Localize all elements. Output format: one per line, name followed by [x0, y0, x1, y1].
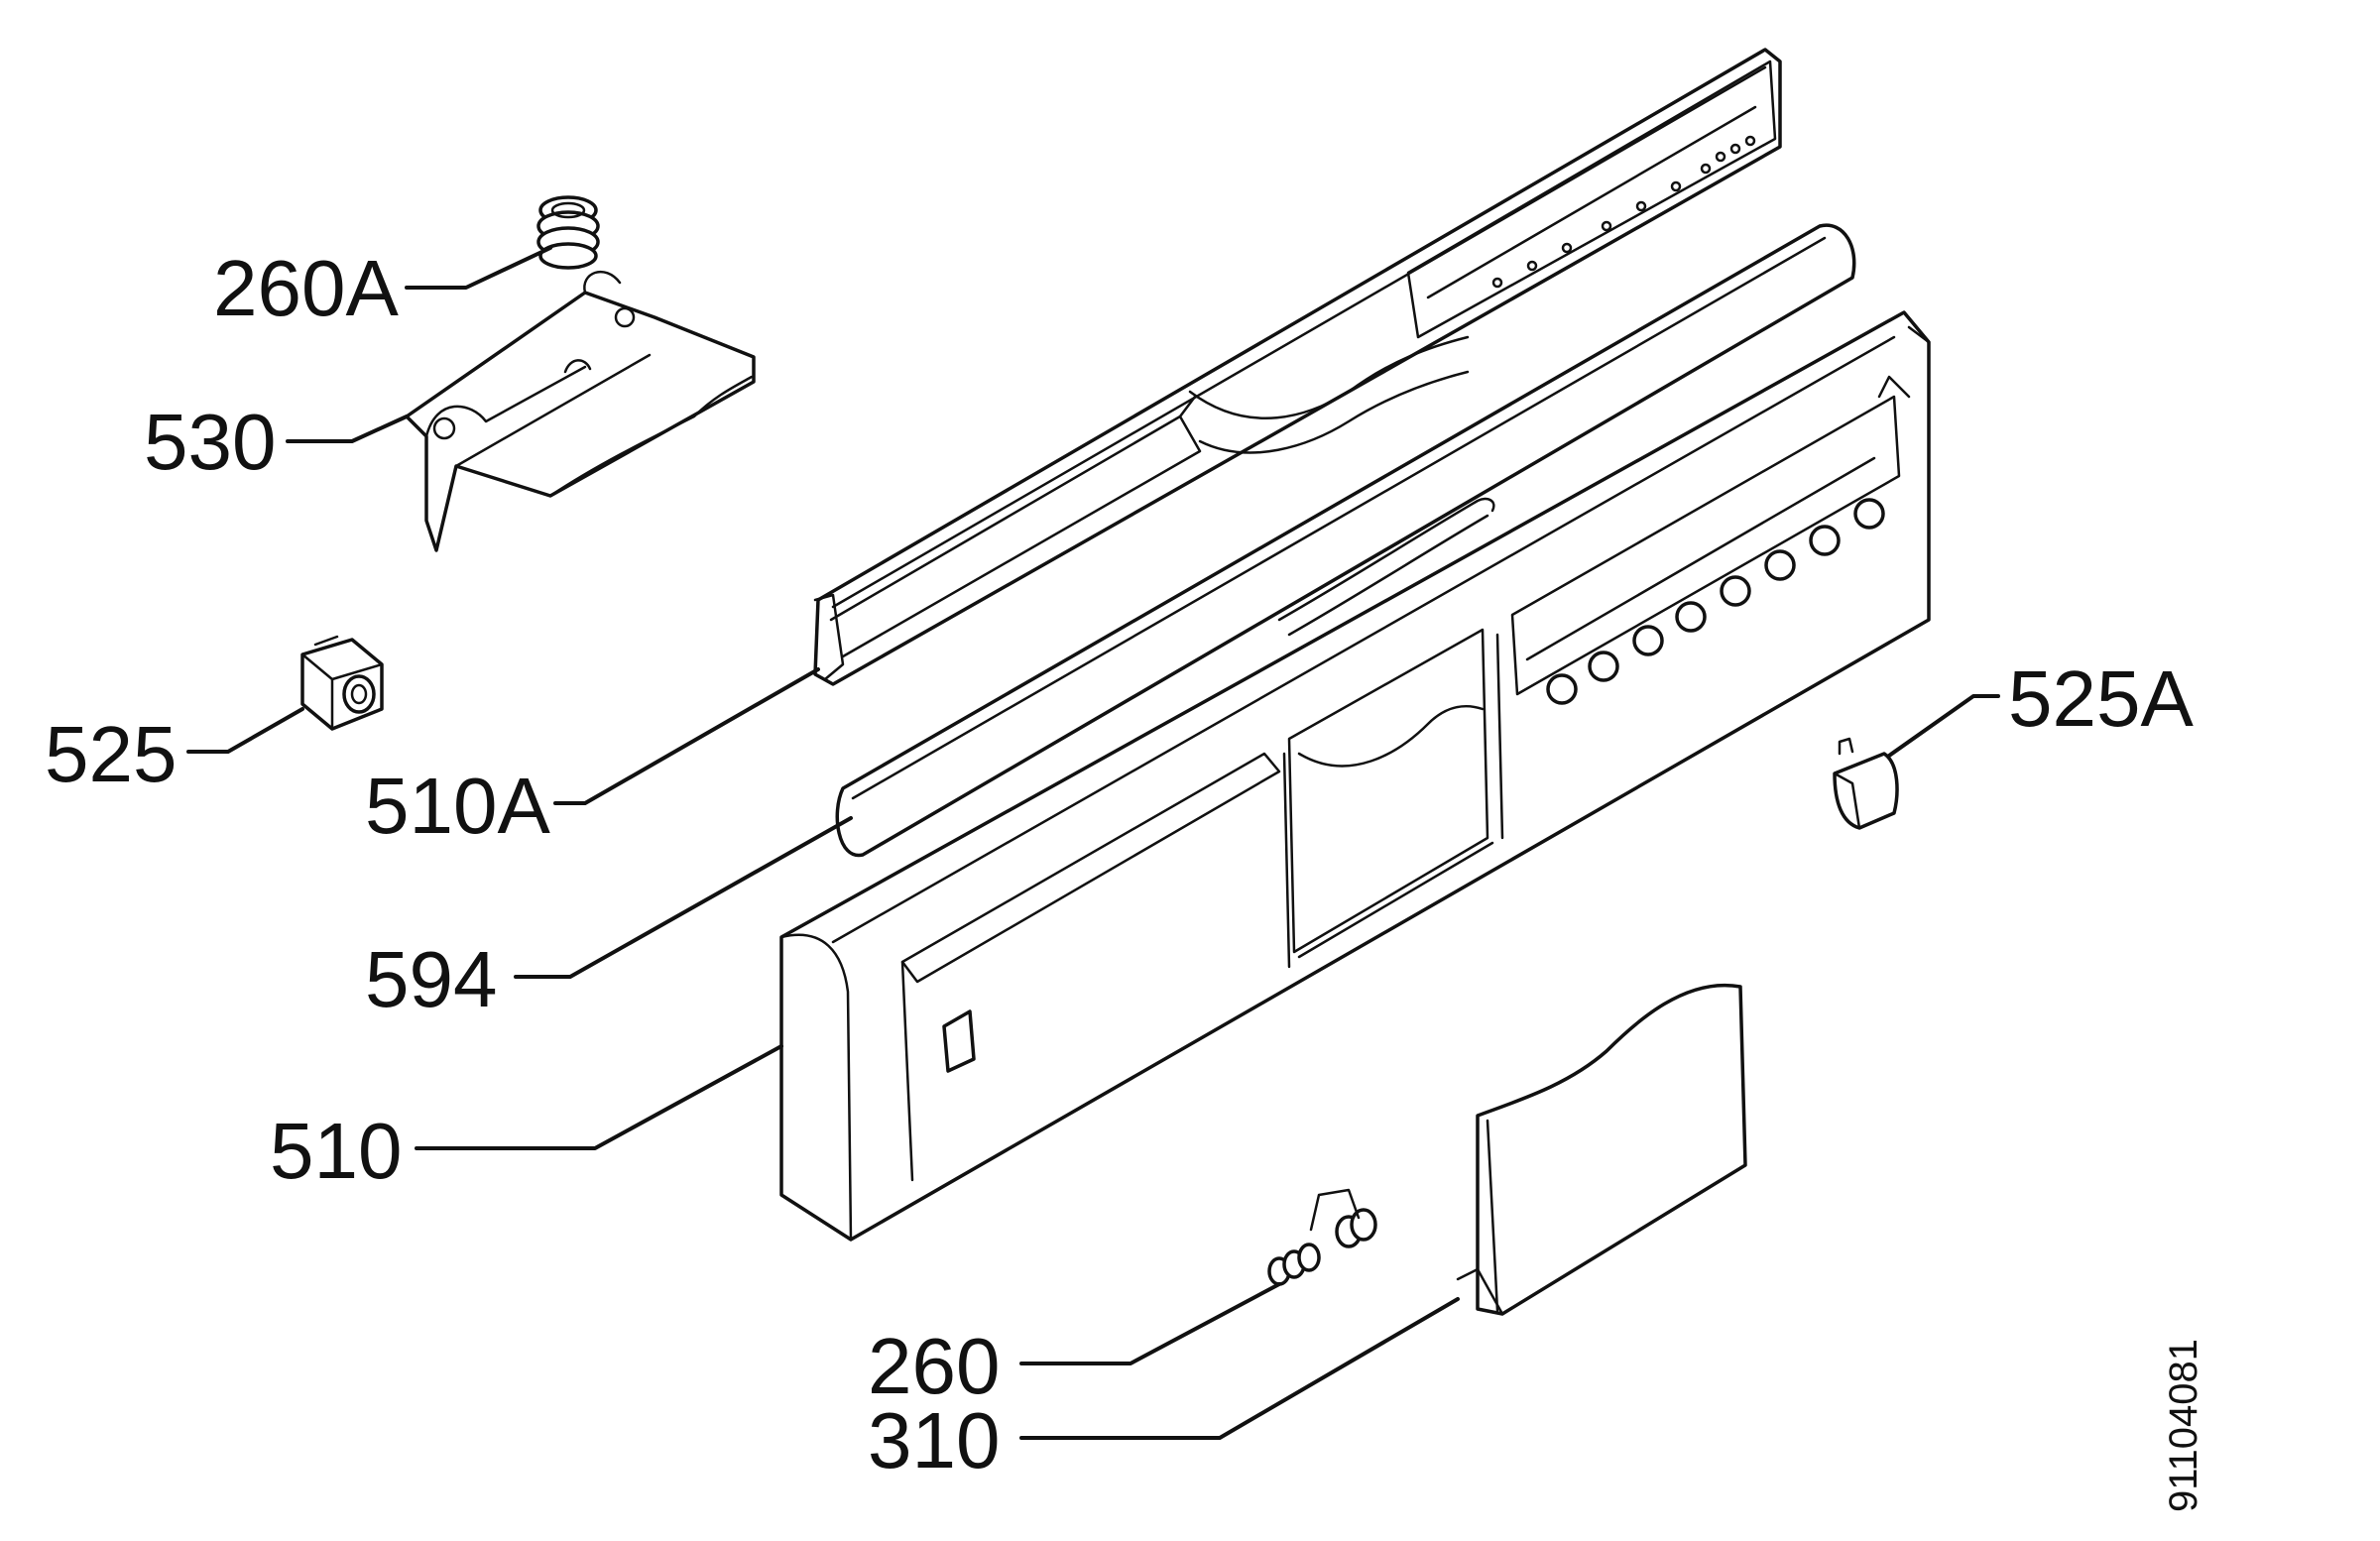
callout-510: 510 [270, 1107, 402, 1195]
part-310-cover [1456, 983, 1747, 1316]
part-260a-spring [536, 195, 600, 270]
part-260-springs [1267, 1188, 1377, 1286]
callout-510a: 510A [365, 762, 550, 850]
callout-260: 260 [868, 1322, 1000, 1410]
leader-260a [405, 246, 552, 290]
leader-525a [1887, 694, 2000, 758]
part-594-handle-bar [835, 223, 1856, 858]
document-number: 91104081 [2162, 1339, 2205, 1512]
callout-530: 530 [144, 398, 276, 486]
leader-510 [415, 1044, 783, 1150]
leader-510a [553, 667, 820, 805]
callout-310: 310 [868, 1396, 1000, 1484]
callout-525a: 525A [2008, 654, 2194, 743]
leader-lines [186, 246, 2000, 1440]
part-510a-control-strip [813, 48, 1782, 686]
leader-594 [514, 816, 853, 979]
part-525a-knob [1833, 737, 1899, 830]
part-525-switch [300, 635, 384, 731]
leader-525 [186, 707, 304, 754]
callout-labels: 260A 530 525 510A 594 510 525A 260 310 [45, 244, 2194, 1484]
callout-594: 594 [365, 935, 497, 1023]
leader-260 [1019, 1282, 1281, 1365]
part-510-front-panel [779, 310, 1931, 1242]
callout-525: 525 [45, 710, 177, 798]
callout-260a: 260A [213, 244, 399, 332]
leader-310 [1019, 1297, 1460, 1440]
leader-530 [286, 415, 409, 443]
part-530-bracket [405, 271, 756, 552]
